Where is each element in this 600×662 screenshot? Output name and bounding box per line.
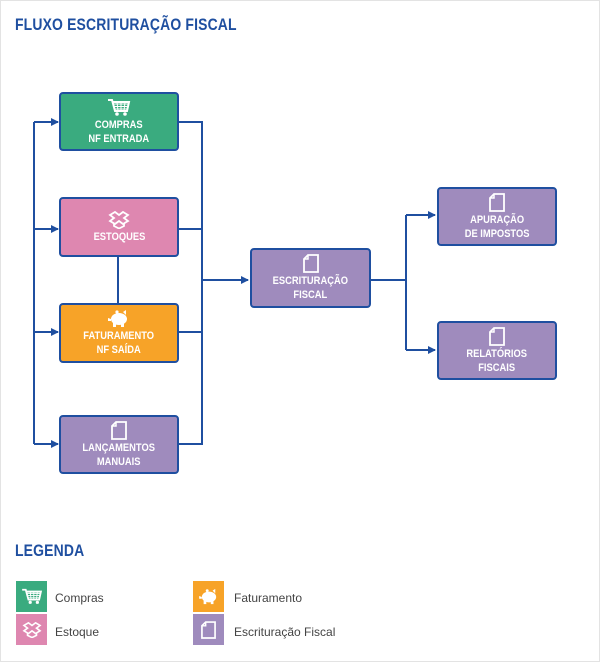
piggy-bank-icon — [198, 588, 216, 605]
box-icon — [22, 621, 41, 638]
legend-title: LEGENDA — [15, 541, 85, 560]
node-faturamento-label: FATURAMENTO NF SAÍDA — [83, 330, 155, 356]
node-faturamento: FATURAMENTO NF SAÍDA — [59, 303, 179, 363]
legend-escrituracao-swatch — [193, 614, 224, 645]
document-icon — [201, 620, 216, 639]
node-escrituracao: ESCRITURAÇÃO FISCAL — [250, 248, 371, 308]
cart-icon — [21, 588, 42, 604]
legend-escrituracao-label: Escrituração Fiscal — [234, 625, 336, 639]
legend-faturamento-label: Faturamento — [234, 591, 303, 605]
node-apuracao-label: APURAÇÃO DE IMPOSTOS — [464, 213, 530, 240]
node-apuracao: APURAÇÃO DE IMPOSTOS — [437, 187, 557, 246]
node-lancamentos-label: LANÇAMENTOS MANUAIS — [82, 441, 156, 468]
node-compras-label: COMPRAS NF ENTRADA — [88, 118, 150, 145]
document-icon — [302, 254, 319, 273]
legend-estoque-label: Estoque — [55, 625, 100, 639]
node-estoques-label: ESTOQUES — [93, 231, 145, 243]
legend-compras-swatch — [16, 581, 47, 612]
node-lancamentos: LANÇAMENTOS MANUAIS — [59, 415, 179, 474]
document-icon — [111, 420, 127, 440]
document-icon — [489, 192, 505, 212]
legend-faturamento-swatch — [193, 581, 224, 612]
document-icon — [489, 326, 505, 346]
node-estoques: ESTOQUES — [59, 197, 179, 257]
page-title: FLUXO ESCRITURAÇÃO FISCAL — [15, 15, 237, 34]
node-relatorios-label: RELATÓRIOS FISCAIS — [466, 347, 528, 374]
right-bus-line — [179, 121, 203, 445]
cart-icon — [108, 98, 131, 116]
node-relatorios: RELATÓRIOS FISCAIS — [437, 321, 557, 380]
node-compras: COMPRAS NF ENTRADA — [59, 92, 179, 151]
box-icon — [108, 210, 130, 229]
legend-estoque-swatch — [16, 614, 47, 645]
node-escrituracao-label: ESCRITURAÇÃO FISCAL — [272, 275, 349, 301]
piggy-bank-icon — [108, 310, 127, 327]
legend-compras-label: Compras — [55, 591, 104, 605]
